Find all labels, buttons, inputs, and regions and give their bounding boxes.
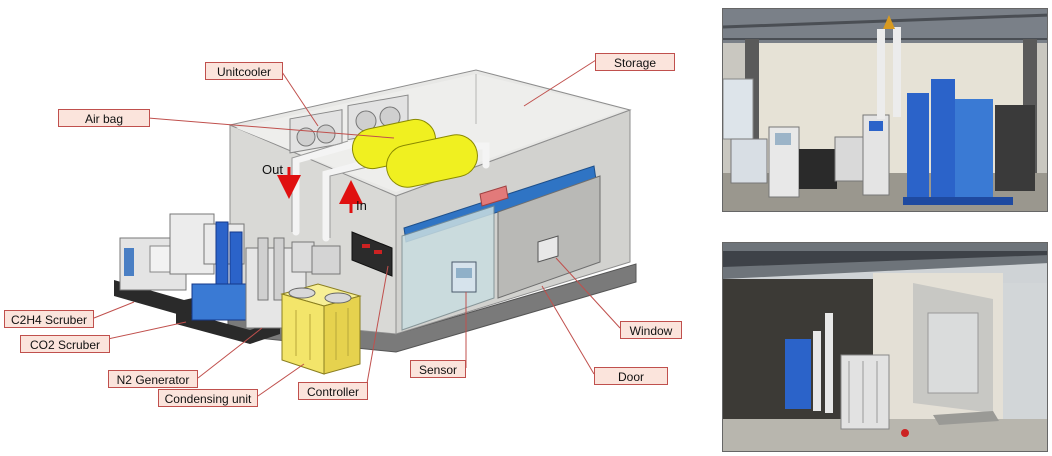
storage-door [497, 175, 601, 299]
photo-indoor-equipment [722, 8, 1048, 212]
glass-partition [401, 205, 495, 331]
out-label: Out [262, 162, 283, 177]
label-controller: Controller [298, 382, 368, 400]
label-condensing-unit: Condensing unit [158, 389, 258, 407]
equipment-cluster [114, 213, 341, 344]
label-n2-generator: N2 Generator [108, 370, 198, 388]
label-door: Door [594, 367, 668, 385]
air-bags [351, 118, 478, 188]
label-storage: Storage [595, 53, 675, 71]
label-air-bag: Air bag [58, 109, 150, 127]
label-window: Window [620, 321, 682, 339]
label-unitcooler: Unitcooler [205, 62, 283, 80]
photo-storage-building [722, 242, 1048, 452]
controller-panel [351, 231, 393, 277]
condensing-unit [280, 283, 362, 375]
label-co2-scruber: CO2 Scruber [20, 335, 110, 353]
label-c2h4-scruber: C2H4 Scruber [4, 310, 94, 328]
label-sensor: Sensor [410, 360, 466, 378]
door-window [537, 235, 559, 263]
leader-lines [93, 59, 621, 397]
in-label: In [356, 198, 367, 213]
